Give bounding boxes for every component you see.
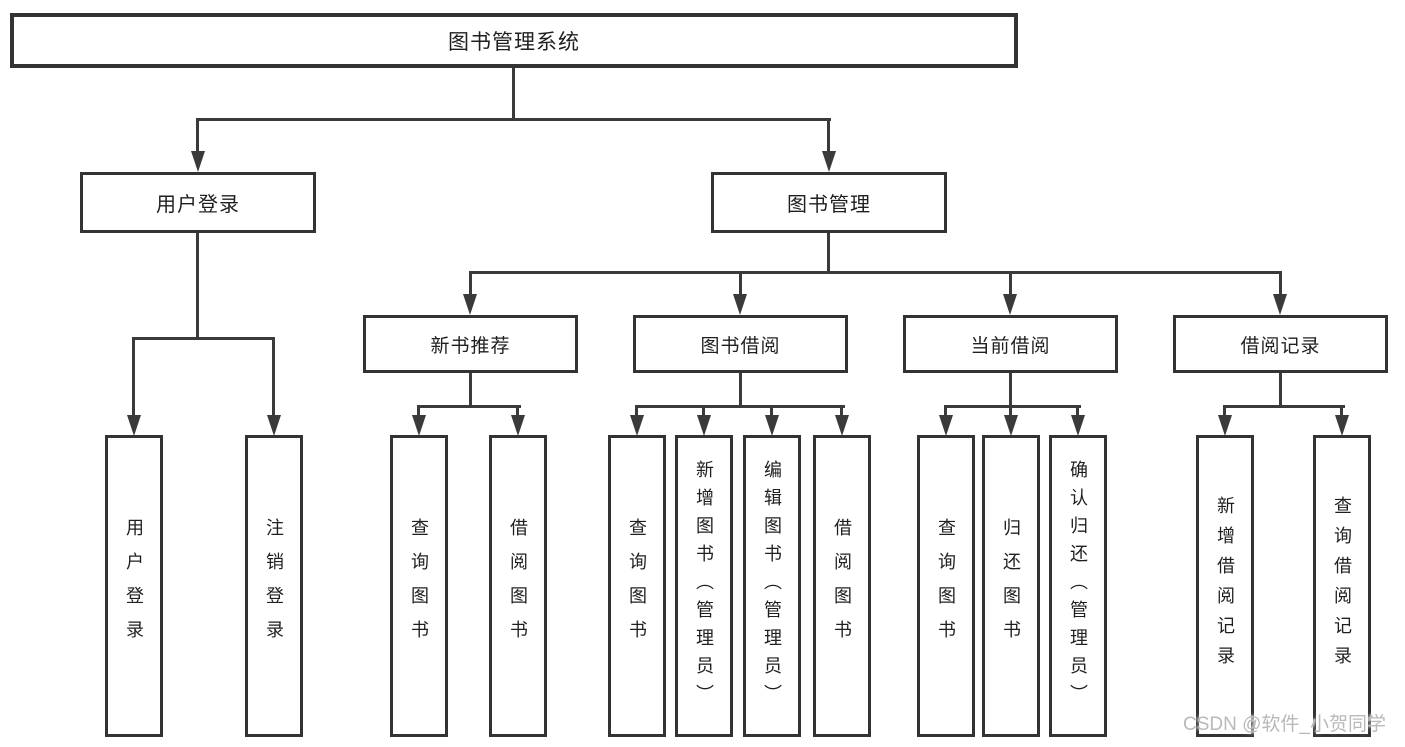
leaf-label: 查询图书 — [627, 518, 647, 654]
leaf-logout: 注销登录 — [245, 435, 303, 737]
connector-bus-user-login — [132, 337, 275, 340]
connector-drop-leaf — [770, 405, 773, 419]
node-label: 用户登录 — [156, 194, 240, 216]
leaf-label: 注销登录 — [264, 518, 284, 654]
leaf-borrow-add-admin: 新增图书（管理员） — [675, 435, 733, 737]
leaf-label: 新增图书（管理员） — [694, 460, 714, 712]
arrowhead-leaf — [412, 415, 426, 436]
connector-drop-leaf-login — [132, 337, 135, 417]
arrowhead-current — [1003, 294, 1017, 315]
connector-bus-new-book — [417, 405, 521, 408]
connector-new-book-stub — [469, 373, 472, 408]
node-label: 图书管理 — [787, 194, 871, 216]
connector-drop-borrow — [739, 271, 742, 297]
leaf-newbook-query: 查询图书 — [390, 435, 448, 737]
node-current-borrow: 当前借阅 — [903, 315, 1118, 373]
connector-book-mgmt-stub — [827, 233, 830, 274]
leaf-record-query: 查询借阅记录 — [1313, 435, 1371, 737]
node-new-book-recommend: 新书推荐 — [363, 315, 578, 373]
connector-current-stub — [1009, 373, 1012, 408]
leaf-user-login: 用户登录 — [105, 435, 163, 737]
arrowhead-leaf — [939, 415, 953, 436]
connector-root-stub — [512, 68, 515, 121]
connector-drop-leaf-logout — [272, 337, 275, 417]
leaf-current-confirm-admin: 确认归还（管理员） — [1049, 435, 1107, 737]
arrowhead-leaf-login — [127, 415, 141, 436]
node-label: 图书借阅 — [700, 335, 781, 357]
leaf-label: 编辑图书（管理员） — [762, 460, 782, 712]
arrowhead-leaf — [630, 415, 644, 436]
arrowhead-leaf — [765, 415, 779, 436]
leaf-record-add: 新增借阅记录 — [1196, 435, 1254, 737]
arrowhead-book-mgmt — [822, 151, 836, 172]
node-borrow-records: 借阅记录 — [1173, 315, 1388, 373]
node-label: 新书推荐 — [430, 335, 511, 357]
connector-drop-user-login — [196, 118, 199, 154]
connector-drop-leaf — [944, 405, 947, 419]
leaf-label: 借阅图书 — [832, 518, 852, 654]
leaf-borrow-book: 借阅图书 — [813, 435, 871, 737]
arrowhead-leaf — [1071, 415, 1085, 436]
connector-drop-leaf — [635, 405, 638, 419]
leaf-label: 查询图书 — [936, 518, 956, 654]
leaf-label: 借阅图书 — [508, 518, 528, 654]
connector-drop-leaf — [417, 405, 420, 419]
node-book-borrow: 图书借阅 — [633, 315, 848, 373]
connector-drop-leaf — [1076, 405, 1079, 419]
connector-drop-new-book — [469, 271, 472, 297]
node-label: 借阅记录 — [1240, 335, 1321, 357]
leaf-current-query: 查询图书 — [917, 435, 975, 737]
arrowhead-new-book — [463, 294, 477, 315]
arrowhead-leaf — [835, 415, 849, 436]
connector-records-stub — [1279, 373, 1282, 408]
connector-borrow-stub — [739, 373, 742, 408]
connector-drop-records — [1279, 271, 1282, 297]
connector-bus-level3 — [469, 271, 1282, 274]
leaf-label: 归还图书 — [1001, 518, 1021, 654]
node-label: 当前借阅 — [970, 335, 1051, 357]
arrowhead-leaf — [697, 415, 711, 436]
arrowhead-leaf — [1218, 415, 1232, 436]
leaf-current-return: 归还图书 — [982, 435, 1040, 737]
csdn-watermark: CSDN @软件_小贺同学 — [1183, 714, 1386, 735]
connector-drop-leaf — [1223, 405, 1226, 419]
connector-bus-level2 — [196, 118, 831, 121]
leaf-newbook-borrow: 借阅图书 — [489, 435, 547, 737]
leaf-label: 查询借阅记录 — [1332, 496, 1352, 676]
node-root-label: 图书管理系统 — [448, 30, 580, 54]
leaf-label: 确认归还（管理员） — [1068, 460, 1088, 712]
leaf-label: 新增借阅记录 — [1215, 496, 1235, 676]
arrowhead-borrow — [733, 294, 747, 315]
node-book-management: 图书管理 — [711, 172, 947, 233]
arrowhead-leaf — [1335, 415, 1349, 436]
arrowhead-leaf — [511, 415, 525, 436]
arrowhead-leaf-logout — [267, 415, 281, 436]
arrowhead-records — [1273, 294, 1287, 315]
connector-user-login-stub — [196, 233, 199, 340]
connector-drop-book-mgmt — [827, 118, 830, 154]
connector-drop-current — [1009, 271, 1012, 297]
connector-drop-leaf — [840, 405, 843, 419]
connector-drop-leaf — [516, 405, 519, 419]
connector-drop-leaf — [1009, 405, 1012, 419]
connector-bus-records — [1223, 405, 1345, 408]
leaf-label: 查询图书 — [409, 518, 429, 654]
connector-drop-leaf — [1340, 405, 1343, 419]
node-root-system: 图书管理系统 — [10, 13, 1018, 68]
connector-bus-current — [944, 405, 1081, 408]
connector-drop-leaf — [702, 405, 705, 419]
arrowhead-user-login — [191, 151, 205, 172]
connector-bus-borrow — [635, 405, 845, 408]
node-user-login: 用户登录 — [80, 172, 316, 233]
leaf-borrow-query: 查询图书 — [608, 435, 666, 737]
leaf-label: 用户登录 — [124, 518, 144, 654]
arrowhead-leaf — [1004, 415, 1018, 436]
leaf-borrow-edit-admin: 编辑图书（管理员） — [743, 435, 801, 737]
